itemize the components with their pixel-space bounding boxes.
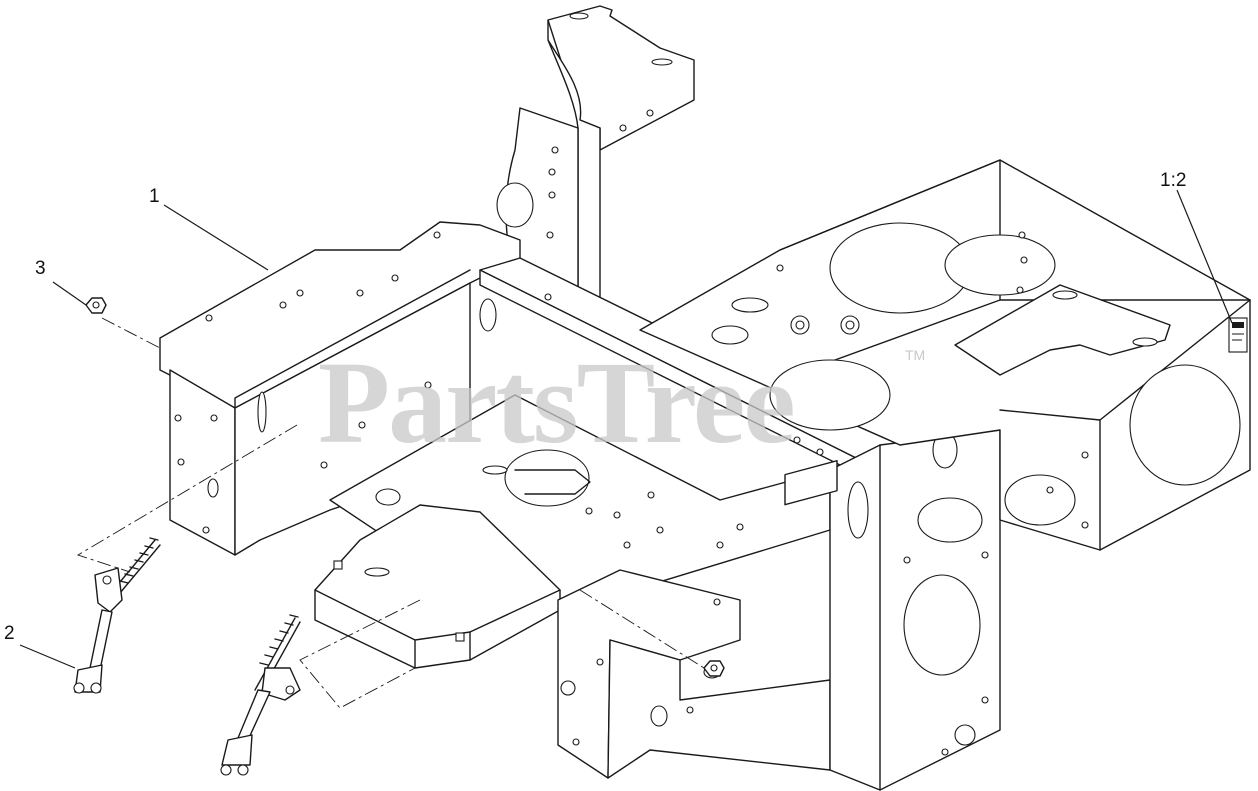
callout-1-2-leader [1176, 189, 1233, 324]
watermark-text: PartsTree [318, 337, 794, 468]
left-frame-rail [159, 221, 521, 556]
flange-nut-center [703, 660, 725, 677]
decal-label [1228, 317, 1248, 353]
callout-3-leader [52, 281, 87, 306]
rear-box-frame [639, 159, 1251, 551]
callout-2-leader [19, 644, 76, 669]
callout-1-label: 1 [149, 186, 160, 207]
seat-mount-plate [954, 284, 1171, 376]
callout-3-label: 3 [35, 258, 46, 279]
assembly-lines [76, 317, 705, 709]
flange-nut-left [85, 297, 107, 314]
front-cross-member [557, 569, 831, 779]
callout-2-label: 2 [4, 623, 15, 644]
callout-1-leader [163, 204, 269, 271]
spring-linkage-left [73, 537, 161, 694]
right-column [784, 406, 1001, 791]
callout-1-2-label: 1:2 [1160, 170, 1186, 191]
watermark-trademark: TM [905, 347, 925, 363]
spring-linkage-right [220, 614, 301, 776]
upright-bracket [496, 5, 695, 313]
